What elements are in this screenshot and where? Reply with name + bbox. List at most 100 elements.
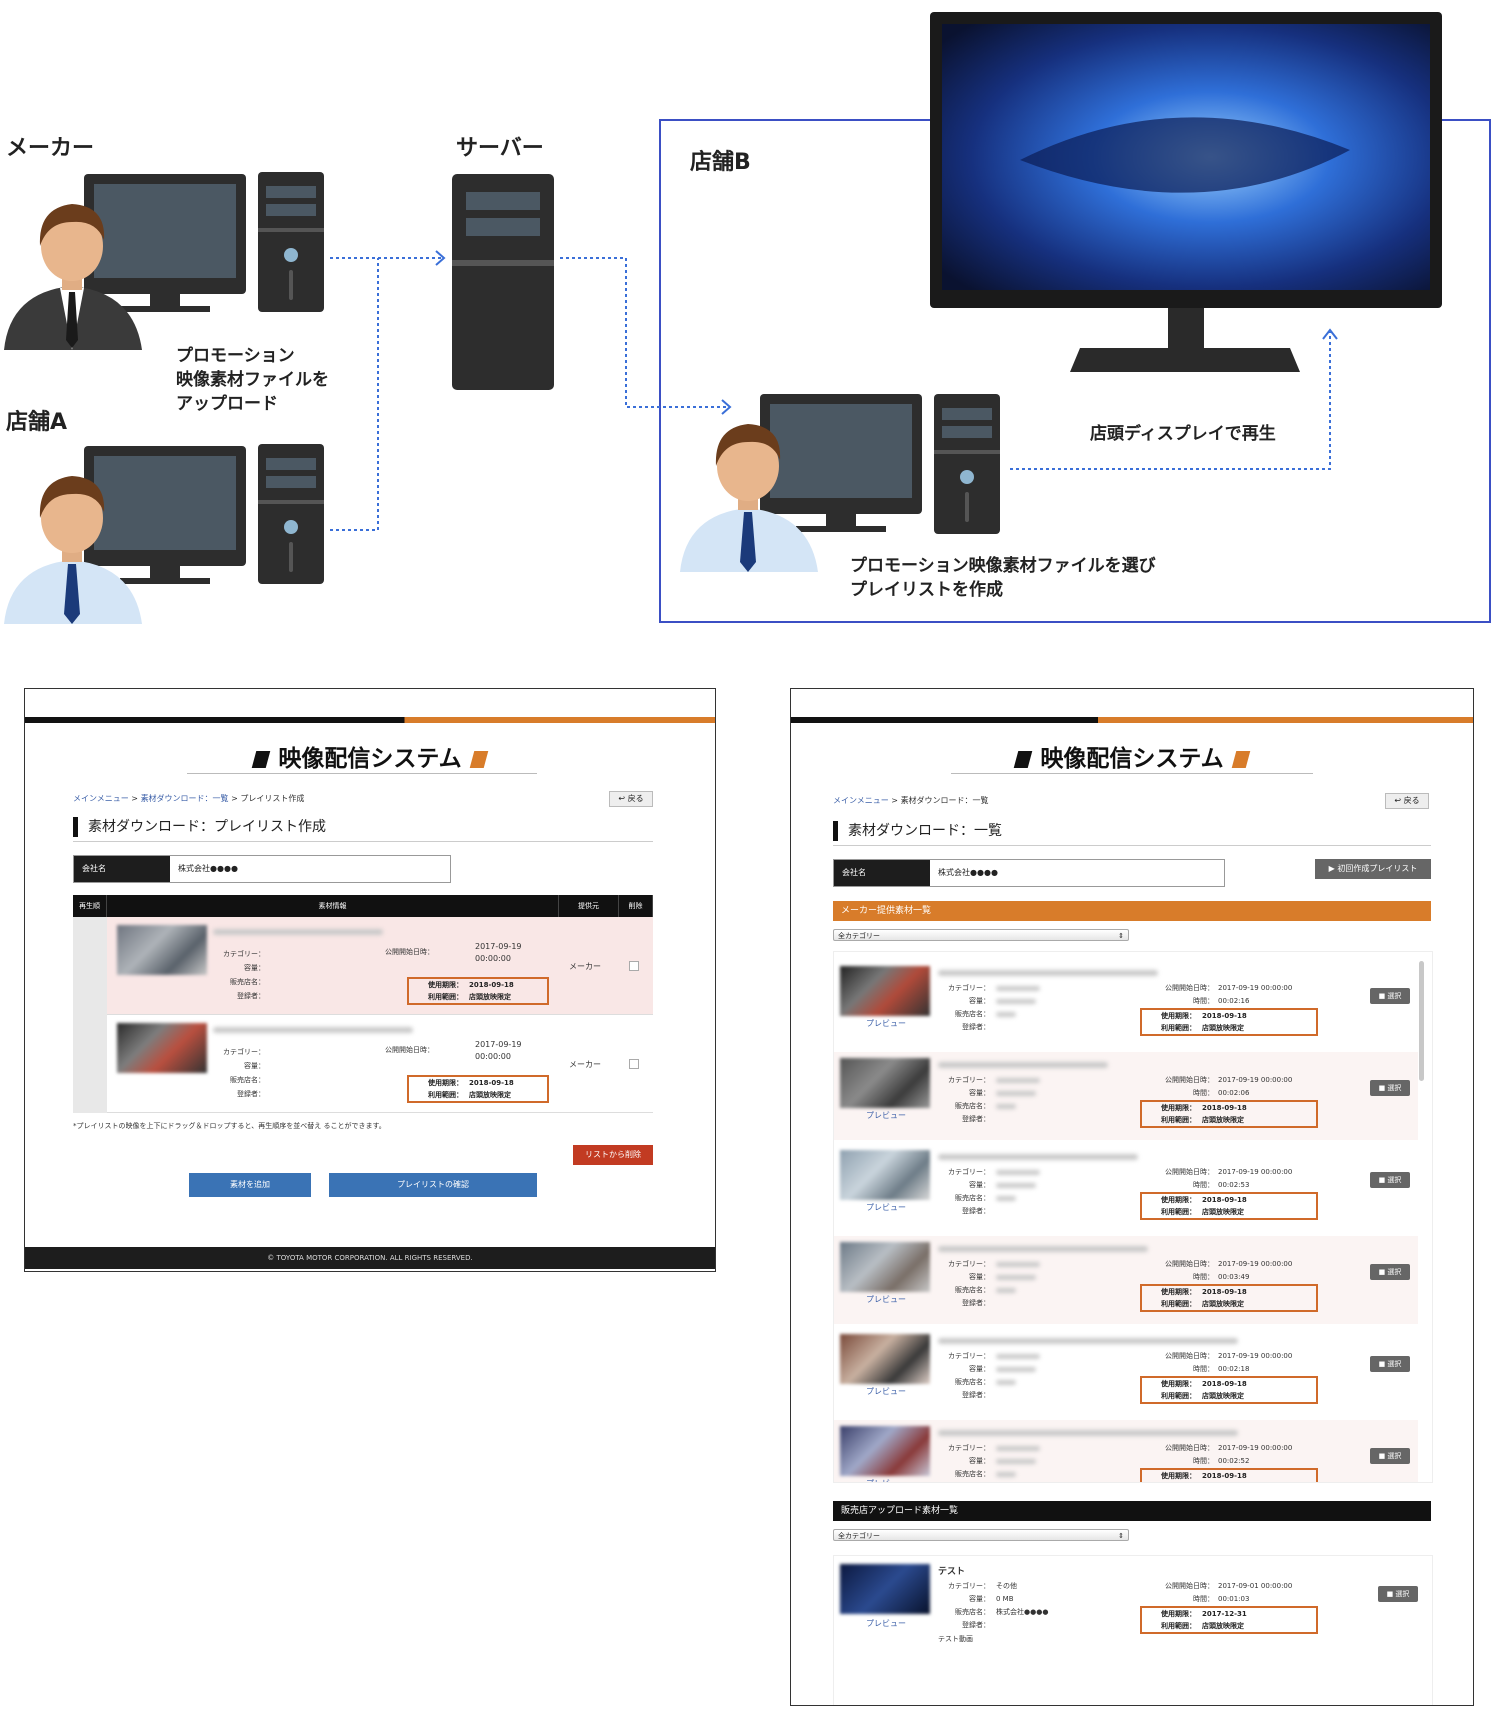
drag-handle[interactable] bbox=[73, 1015, 107, 1113]
add-material-button[interactable]: 素材を追加 bbox=[189, 1173, 311, 1197]
select-button[interactable]: ■ 選択 bbox=[1370, 1264, 1410, 1280]
system-title: 映像配信システム bbox=[25, 739, 715, 773]
delete-checkbox[interactable] bbox=[629, 1059, 639, 1069]
confirm-playlist-button[interactable]: プレイリストの確認 bbox=[329, 1173, 537, 1197]
time-labels: 公開開始日時：時間： bbox=[1165, 1352, 1214, 1373]
select-button[interactable]: ■ 選択 bbox=[1370, 1080, 1410, 1096]
item-values-blurred bbox=[996, 1104, 1016, 1109]
section-rule bbox=[73, 841, 653, 842]
time-labels: 公開開始日時：時間： bbox=[1165, 984, 1214, 1005]
preview-link[interactable]: プレビュー bbox=[866, 1019, 906, 1028]
crumb-main-menu[interactable]: メインメニュー bbox=[73, 794, 129, 803]
item-values-blurred bbox=[996, 1091, 1036, 1096]
title-rule bbox=[951, 773, 1313, 774]
list-item[interactable]: プレビューカテゴリー：容量：販売店名：登録者：公開開始日時：時間：2017-09… bbox=[834, 1420, 1418, 1482]
video-thumbnail bbox=[117, 1023, 207, 1073]
video-thumbnail bbox=[840, 1334, 930, 1384]
company-field: 会社名 株式会社●●●● bbox=[833, 859, 1225, 887]
preview-link[interactable]: プレビュー bbox=[866, 1387, 906, 1396]
title-mark-icon bbox=[252, 751, 271, 768]
video-thumbnail bbox=[840, 1426, 930, 1476]
crumb-main-menu[interactable]: メインメニュー bbox=[833, 796, 889, 805]
section-title: 素材ダウンロード：一覧 bbox=[833, 821, 1002, 841]
list-item[interactable]: プレビューカテゴリー：容量：販売店名：登録者：公開開始日時：時間：2017-09… bbox=[834, 960, 1418, 1048]
video-description: テスト動画 bbox=[938, 1635, 973, 1643]
diagram-graphics bbox=[4, 12, 1491, 624]
select-button[interactable]: ■ 選択 bbox=[1378, 1586, 1418, 1602]
item-values-blurred bbox=[996, 1472, 1016, 1477]
server-label: サーバー bbox=[456, 136, 544, 161]
select-button[interactable]: ■ 選択 bbox=[1370, 1172, 1410, 1188]
time-labels: 公開開始日時：時間： bbox=[1165, 1260, 1214, 1281]
item-values-blurred bbox=[996, 1078, 1040, 1083]
video-thumbnail bbox=[117, 925, 207, 975]
preview-link[interactable]: プレビュー bbox=[866, 1295, 906, 1304]
header-stripe bbox=[25, 717, 715, 723]
video-title-blurred bbox=[213, 929, 383, 935]
item-labels: カテゴリー：容量：販売店名：登録者： bbox=[948, 1076, 990, 1123]
category-select[interactable]: 全カテゴリー⇕ bbox=[833, 929, 1129, 941]
back-button[interactable]: ↩ 戻る bbox=[1385, 793, 1429, 809]
item-labels: カテゴリー：容量：販売店名：登録者： bbox=[948, 1352, 990, 1399]
preview-link[interactable]: プレビュー bbox=[866, 1619, 906, 1628]
list-item[interactable]: プレビューカテゴリー：容量：販売店名：登録者：公開開始日時：時間：2017-09… bbox=[834, 1236, 1418, 1324]
maker-person-icon bbox=[4, 204, 142, 350]
select-button[interactable]: ■ 選択 bbox=[1370, 1356, 1410, 1372]
initial-playlist-button[interactable]: ▶ 初回作成プレイリスト bbox=[1315, 859, 1431, 879]
remove-from-list-button[interactable]: リストから削除 bbox=[573, 1145, 653, 1165]
video-title-blurred bbox=[938, 1062, 1108, 1068]
item-labels: カテゴリー：容量：販売店名：登録者： bbox=[948, 1582, 990, 1629]
select-button[interactable]: ■ 選択 bbox=[1370, 1448, 1410, 1464]
connector-lines bbox=[330, 257, 1331, 531]
system-title: 映像配信システム bbox=[791, 739, 1473, 773]
video-thumbnail bbox=[840, 1150, 930, 1200]
time-labels: 公開開始日時：時間： bbox=[1165, 1168, 1214, 1189]
section-rule bbox=[833, 845, 1431, 846]
item-values-blurred bbox=[996, 999, 1036, 1004]
video-title-blurred bbox=[938, 1430, 1238, 1436]
list-item[interactable]: プレビューカテゴリー：容量：販売店名：登録者：公開開始日時：時間：2017-09… bbox=[834, 1052, 1418, 1140]
date-label: 公開開始日時： bbox=[385, 1046, 434, 1054]
list-scrollbar[interactable] bbox=[1419, 961, 1424, 1081]
maker-material-list[interactable]: プレビューカテゴリー：容量：販売店名：登録者：公開開始日時：時間：2017-09… bbox=[833, 951, 1433, 1483]
crumb-download-list[interactable]: 素材ダウンロード：一覧 bbox=[140, 794, 229, 803]
title-mark-icon bbox=[1014, 751, 1033, 768]
delete-checkbox[interactable] bbox=[629, 961, 639, 971]
dealer-section-header: 販売店アップロード素材一覧 bbox=[833, 1501, 1431, 1521]
list-item[interactable]: プレビュー カテゴリー：容量：販売店名：登録者： 公開開始日時：時間：2017-09… bbox=[834, 1328, 1418, 1416]
header-stripe bbox=[791, 717, 1473, 723]
video-thumbnail bbox=[840, 1564, 930, 1614]
preview-link[interactable]: プレビュー bbox=[866, 1203, 906, 1212]
item-values-blurred bbox=[996, 1170, 1040, 1175]
playlist-note: プロモーション映像素材ファイルを選び プレイリストを作成 bbox=[850, 556, 1156, 600]
video-title: テスト bbox=[938, 1567, 966, 1577]
maker-section-header: メーカー提供素材一覧 bbox=[833, 901, 1431, 921]
item-values-blurred bbox=[996, 1354, 1040, 1359]
select-button[interactable]: ■ 選択 bbox=[1370, 988, 1410, 1004]
provider: メーカー bbox=[569, 962, 601, 971]
list-item[interactable]: プレビューカテゴリー：容量：販売店名：登録者：公開開始日時：時間：2017-09… bbox=[834, 1144, 1418, 1232]
dealer-category-select[interactable]: 全カテゴリー⇕ bbox=[833, 1529, 1129, 1541]
video-title-blurred bbox=[938, 1246, 1148, 1252]
store-a-label: 店舗A bbox=[6, 410, 68, 435]
preview-link[interactable]: プレビュー bbox=[866, 1478, 906, 1482]
item-values-blurred bbox=[996, 1288, 1016, 1293]
drag-handle[interactable] bbox=[73, 917, 107, 1015]
download-list-screen: 映像配信システム メインメニュー > 素材ダウンロード：一覧 ↩ 戻る 素材ダウ… bbox=[790, 688, 1474, 1706]
usage-limit-box: 使用期限：2017-12-31 利用範囲：店頭放映限定 bbox=[1140, 1606, 1318, 1634]
preview-link[interactable]: プレビュー bbox=[866, 1111, 906, 1120]
back-button[interactable]: ↩ 戻る bbox=[609, 791, 653, 807]
time-labels: 公開開始日時：時間： bbox=[1165, 1076, 1214, 1097]
